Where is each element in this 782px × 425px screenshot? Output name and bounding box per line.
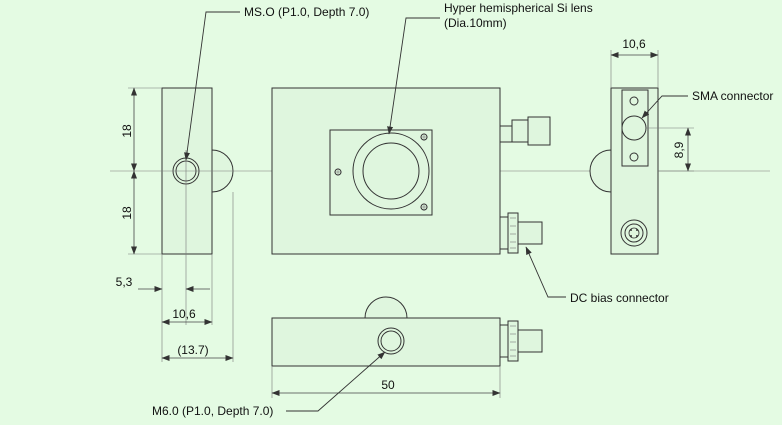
bottom-lens-dome (364, 296, 408, 319)
dc-connector-nut (499, 216, 509, 250)
ms-o-label: MS.O (P1.0, Depth 7.0) (244, 5, 369, 19)
dc-connector-flange (507, 212, 519, 254)
dim-8-9-label: 8,9 (672, 141, 686, 158)
dc-bias-label: DC bias connector (570, 291, 669, 305)
left-width-dimensions: 5,3 10,6 (13.7) (116, 192, 234, 362)
dim-10-6-right-label: 10,6 (622, 37, 646, 51)
sma-connector-base (499, 125, 513, 143)
sma-label: SMA connector (692, 89, 773, 103)
dc-connector-body (517, 221, 543, 245)
dim-50-label: 50 (381, 378, 395, 392)
bottom-dc-nut (499, 324, 509, 358)
ms-o-leader (184, 11, 240, 161)
sma-leader (641, 95, 688, 119)
bottom-dc-flange (507, 320, 519, 362)
right-side-view (589, 87, 659, 255)
sma-connector-face (621, 115, 647, 141)
right-lens-dome (589, 149, 612, 193)
dc-bias-leader (525, 246, 566, 298)
dim-13-7-label: (13.7) (177, 343, 208, 357)
left-height-dimensions: 18 18 (120, 87, 162, 255)
sma-screw-bottom (629, 152, 639, 162)
front-view (271, 87, 551, 255)
sma-connector-hex (511, 119, 529, 143)
right-dimensions: 10,6 8,9 (610, 37, 694, 172)
sma-screw-top (629, 96, 639, 106)
dim-18-bottom-label: 18 (120, 206, 134, 220)
dim-10-6-left-label: 10,6 (172, 307, 196, 321)
callouts: MS.O (P1.0, Depth 7.0) Hyper hemispheric… (152, 1, 773, 418)
lens-label-line2: (Dia.10mm) (444, 16, 507, 30)
m6-leader (286, 351, 386, 412)
bottom-dc-body (517, 329, 543, 353)
bottom-view (271, 296, 543, 367)
m6-label: M6.0 (P1.0, Depth 7.0) (152, 404, 273, 418)
dim-18-top-label: 18 (120, 124, 134, 138)
lens-ring-inner (362, 142, 420, 200)
dim-5-3-label: 5,3 (116, 275, 133, 289)
lens-label-line1: Hyper hemispherical Si lens (444, 1, 593, 15)
m6-hole-inner (380, 330, 402, 352)
sma-connector-body (527, 116, 551, 146)
bottom-width-dimension: 50 (271, 366, 501, 398)
lens-leader (387, 17, 440, 135)
